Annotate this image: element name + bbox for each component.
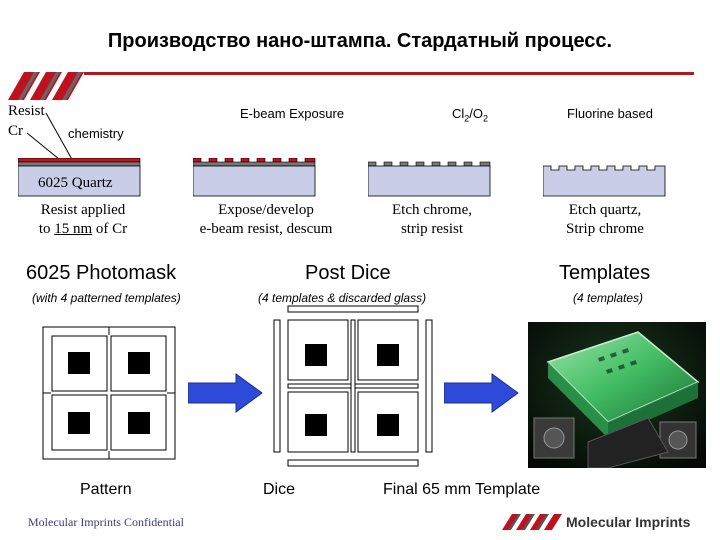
step-3-caption: Etch chrome, strip resist — [392, 202, 472, 237]
arrow-right-icon — [188, 373, 263, 413]
ebeam-label: E-beam Exposure — [240, 106, 345, 121]
step-4-caption: Etch quartz, Strip chrome — [566, 202, 644, 237]
caption-final-template: Final 65 mm Template — [383, 481, 541, 498]
photomask-diagram — [42, 326, 176, 460]
section-templates-title: Templates — [559, 262, 651, 284]
section-postdice-subtitle: (4 templates & discarded glass) — [258, 291, 427, 305]
resist-label: Resist — [8, 103, 45, 119]
template-photo — [528, 322, 706, 468]
substrate-step-2 — [193, 158, 316, 197]
section-photomask-subtitle: (with 4 patterned templates) — [32, 291, 181, 305]
footer-confidential: Molecular Imprints Confidential — [28, 515, 184, 529]
section-postdice-title: Post Dice — [305, 262, 391, 284]
caption-dice: Dice — [263, 481, 296, 498]
section-templates-subtitle: (4 templates) — [573, 291, 644, 305]
footer-logo-text: Molecular Imprints — [566, 514, 691, 530]
post-dice-diagram — [273, 305, 433, 467]
chemistry-label: chemistry — [68, 126, 124, 141]
header-stripes-logo — [8, 72, 694, 100]
page-title: Производство нано-штампа. Стардатный про… — [107, 30, 613, 52]
footer-logo: Molecular Imprints — [500, 511, 690, 533]
arrow-right-icon — [444, 373, 519, 413]
substrate-step-3 — [368, 161, 491, 197]
template-photo-image — [528, 322, 706, 468]
section-photomask-title: 6025 Photomask — [26, 262, 177, 284]
substrate-step-4 — [543, 165, 666, 197]
step-1-caption: Resist applied to 15 nm of Cr — [38, 202, 128, 237]
substrate-step-1 — [18, 158, 141, 197]
fluorine-label: Fluorine based — [567, 106, 653, 121]
quartz-label: 6025 Quartz — [38, 175, 113, 191]
caption-pattern: Pattern — [80, 481, 132, 498]
header-rule — [84, 72, 694, 75]
cl2o2-label: Cl2/O2 — [452, 106, 489, 124]
cr-label: Cr — [8, 123, 23, 139]
molecular-imprints-logo-icon — [502, 514, 562, 530]
step-2-caption: Expose/develop e-beam resist, descum — [199, 202, 333, 237]
